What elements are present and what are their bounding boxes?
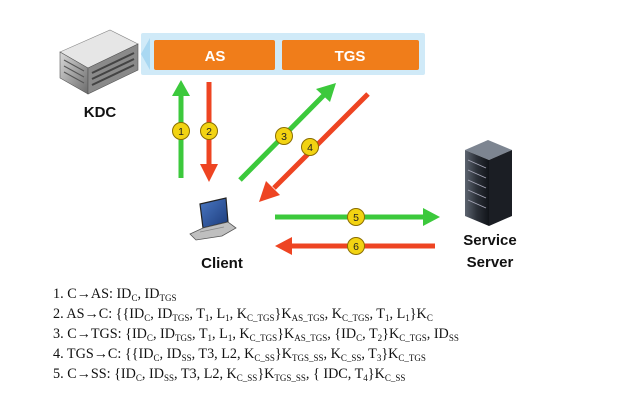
kdc-services-bar xyxy=(141,33,425,75)
tgs-label: TGS xyxy=(335,48,366,65)
step-marker-4: 4 xyxy=(301,138,319,156)
server-tower-icon xyxy=(465,140,512,226)
svg-text:2: 2 xyxy=(206,126,212,138)
laptop-icon xyxy=(189,197,237,241)
svg-text:4: 4 xyxy=(307,142,313,154)
protocol-steps: 1. C→AS: IDC, IDTGS 2. AS→C: {{IDC, IDTG… xyxy=(53,284,633,384)
protocol-step-4: 4. TGS→C: {{IDC, IDSS, T3, L2, KC_SS}KTG… xyxy=(53,346,426,363)
bar-pointer xyxy=(141,38,150,70)
kdc-label: KDC xyxy=(84,104,117,121)
client-label: Client xyxy=(201,255,243,272)
step-marker-6: 6 xyxy=(347,237,365,255)
tgs-box xyxy=(282,40,419,70)
arrow-4 xyxy=(259,92,370,202)
step-marker-1: 1 xyxy=(172,122,190,140)
svg-text:3: 3 xyxy=(281,131,287,143)
service-label-line2: Server xyxy=(467,254,514,271)
step-marker-5: 5 xyxy=(347,208,365,226)
protocol-step-5: 5. C→SS: {IDC, IDSS, T3, L2, KC_SS}KTGS_… xyxy=(53,366,406,383)
svg-text:5: 5 xyxy=(353,212,359,224)
svg-text:6: 6 xyxy=(353,241,359,253)
step-marker-3: 3 xyxy=(275,127,293,145)
service-label-line1: Service xyxy=(463,232,516,249)
as-box xyxy=(154,40,275,70)
protocol-step-3: 3. C→TGS: {IDC, IDTGS, T1, L1, KC_TGS}KA… xyxy=(53,326,459,343)
step-marker-2: 2 xyxy=(200,122,218,140)
as-label: AS xyxy=(205,48,226,65)
protocol-step-1: 1. C→AS: IDC, IDTGS xyxy=(53,286,177,303)
server-rack-icon xyxy=(59,29,139,95)
protocol-step-2: 2. AS→C: {{IDC, IDTGS, T1, L1, KC_TGS}KA… xyxy=(53,306,433,323)
svg-text:1: 1 xyxy=(178,126,184,138)
